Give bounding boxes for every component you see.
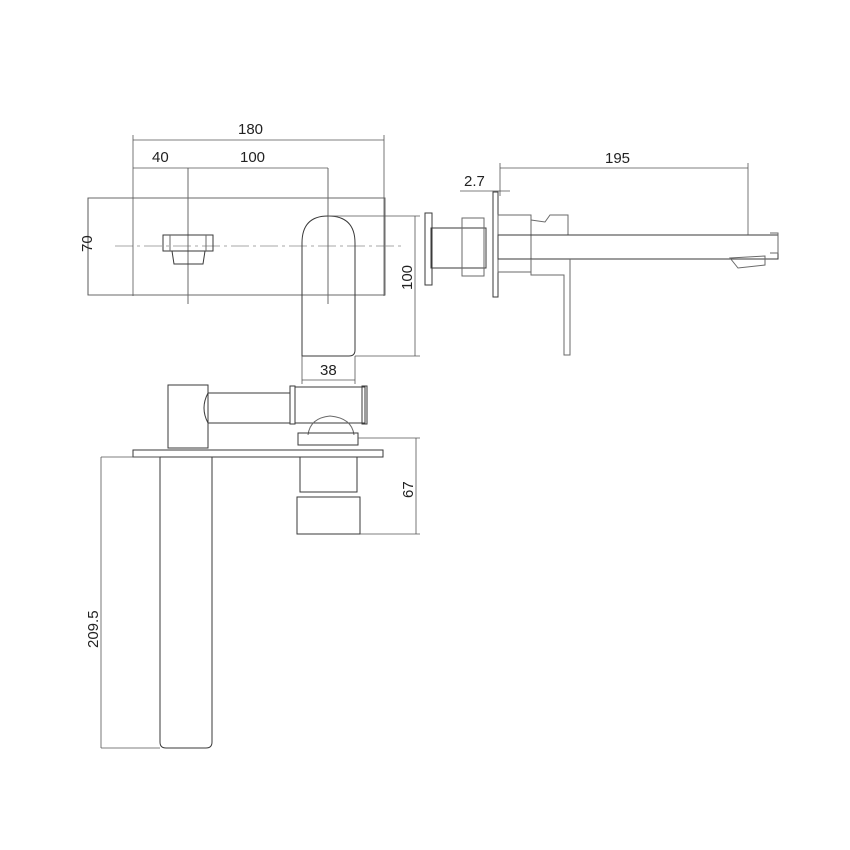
lever-handle	[301, 215, 356, 357]
side-view: 195 2.7	[424, 150, 779, 356]
cartridge-cap	[307, 415, 355, 436]
dim-overall-width: 180	[238, 121, 263, 138]
connecting-pipe	[203, 392, 291, 424]
front-view: 180 40 100 70 100 38	[79, 121, 420, 384]
dim-centre-spacing: 100	[240, 149, 265, 166]
body-block	[430, 227, 487, 269]
dim-plate-thickness: 2.7	[464, 173, 485, 190]
spout-aerator	[729, 255, 766, 269]
valve-body	[294, 386, 366, 424]
dim-left-offset: 40	[152, 149, 169, 166]
wall-plate	[87, 197, 386, 296]
dim-handle-height: 100	[399, 265, 416, 290]
cover-plate	[492, 191, 499, 298]
spout	[497, 234, 779, 260]
spout-outlet	[162, 234, 214, 252]
dim-plate-height: 70	[79, 235, 96, 252]
dim-body-depth: 67	[400, 481, 417, 498]
dim-spout-projection: 209.5	[85, 610, 102, 648]
valve-base	[296, 496, 361, 535]
spout-housing	[167, 384, 209, 449]
top-view: 67 209.5	[85, 384, 420, 749]
side-lever	[530, 259, 571, 356]
spout-projection	[159, 457, 213, 749]
wall-line-plate	[132, 449, 384, 458]
handle-top	[530, 214, 569, 235]
dim-handle-width: 38	[320, 362, 337, 379]
aerator	[171, 250, 206, 265]
mounting-flange	[424, 212, 433, 286]
dim-spout-length: 195	[605, 150, 630, 167]
valve-cylinder	[299, 456, 358, 493]
